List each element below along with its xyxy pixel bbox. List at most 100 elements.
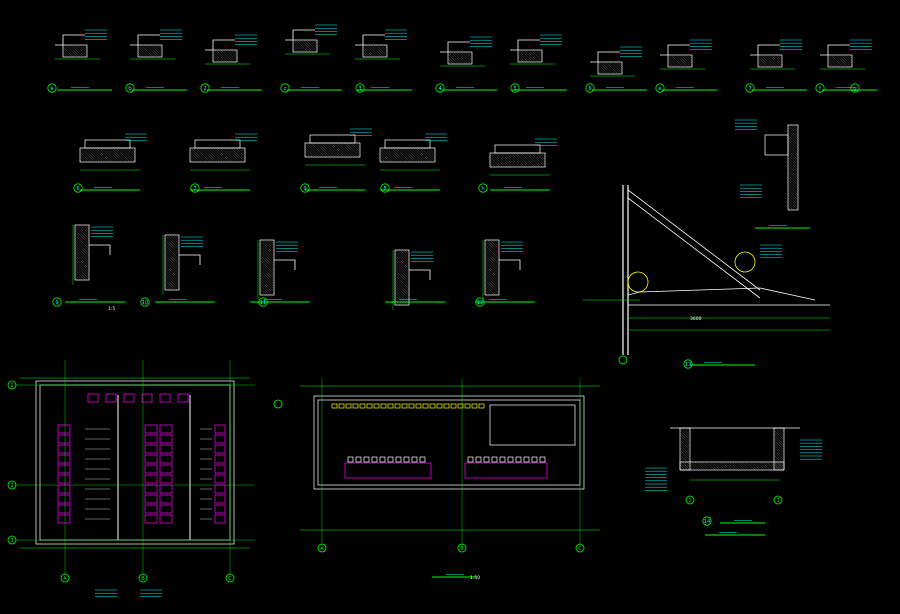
hatch-line <box>164 252 180 267</box>
toilet-fixture <box>144 504 158 514</box>
hatch-line <box>130 147 136 153</box>
hatch-line <box>673 54 686 68</box>
hatch-line <box>484 259 500 275</box>
hatch-line <box>259 247 275 262</box>
hatch-line <box>259 267 275 282</box>
hatch-line <box>447 61 451 65</box>
hatch-line <box>394 282 410 297</box>
hatch-line <box>827 56 839 68</box>
detail-drawings <box>55 24 877 310</box>
detail-outline <box>750 44 780 56</box>
hatch-line <box>679 429 691 441</box>
hatch-line <box>787 199 799 211</box>
hatch-line <box>402 249 410 257</box>
hatch-line <box>618 61 623 66</box>
hatch-line <box>259 257 275 272</box>
grid-axis-label: 2 <box>10 483 13 489</box>
hatch-line <box>98 147 113 163</box>
stair-elevation-detail: 3600 <box>583 119 830 366</box>
hatch-line <box>145 44 159 58</box>
hatch-line <box>773 437 785 448</box>
hatch-line <box>195 147 211 163</box>
hatch-line <box>212 56 219 63</box>
hatch-line <box>680 54 693 67</box>
hatch-line <box>517 59 521 63</box>
hatch-line <box>259 239 275 255</box>
hatch-line <box>74 247 90 262</box>
hatch-line <box>164 282 173 291</box>
hatch-line <box>379 149 393 163</box>
detail-outline <box>55 34 85 46</box>
hatch-line <box>835 54 849 68</box>
hatch-line <box>523 152 538 168</box>
hatch-line <box>757 64 761 68</box>
hatch-line <box>787 197 799 208</box>
hatch-line <box>79 154 88 163</box>
hatch-line <box>303 39 316 53</box>
hatch-line <box>518 49 531 63</box>
hatch-line <box>489 154 503 168</box>
seat <box>491 456 498 463</box>
hatch-line <box>259 244 275 260</box>
hatch-line <box>84 224 90 230</box>
callout-circle <box>585 83 595 93</box>
callout-label: h <box>481 186 484 192</box>
hatch-line <box>484 254 500 270</box>
shelf-unit <box>450 403 457 409</box>
hatch-line <box>164 272 180 287</box>
hatch-line <box>397 249 410 262</box>
hatch-line <box>164 244 180 260</box>
hatch-line <box>243 147 246 150</box>
hatch-line <box>533 152 546 165</box>
toilet-fixture <box>144 514 158 524</box>
hatch-line <box>528 152 543 168</box>
hatch-line <box>304 151 311 158</box>
room-inner-partition <box>489 404 576 446</box>
hatch-line <box>780 54 783 57</box>
callout-circle <box>435 83 445 93</box>
seat <box>347 456 354 463</box>
hatch-line <box>448 51 461 65</box>
hatch-line <box>787 132 799 143</box>
grid-axis-bubble <box>618 355 628 365</box>
hatch-line <box>133 147 136 150</box>
grid-axis-label: C <box>578 546 582 552</box>
hatch-line <box>394 302 398 306</box>
hatch-line <box>335 142 351 158</box>
hatch-line <box>137 51 144 58</box>
hatch-line <box>74 277 78 281</box>
hatch-line <box>600 61 614 75</box>
hatch-line <box>470 51 473 54</box>
toilet-fixture <box>144 494 158 504</box>
seat <box>395 456 402 463</box>
hatch-line <box>212 59 216 63</box>
shelf-unit <box>366 403 373 409</box>
hatch-line <box>528 49 541 63</box>
hatch-line <box>838 54 851 68</box>
hatch-line <box>373 44 386 58</box>
toilet-fixture <box>159 494 173 504</box>
grid-axis-bubble <box>60 573 70 583</box>
hatch-line <box>517 56 524 63</box>
hatch-line <box>380 147 396 163</box>
hatch-line <box>390 147 406 163</box>
hatch-line <box>538 49 543 54</box>
hatch-line <box>74 252 90 267</box>
hatch-line <box>719 461 728 471</box>
hatch-line <box>489 156 501 168</box>
toilet-outer-wall <box>35 380 235 545</box>
detail-outline <box>820 44 850 56</box>
shelf-unit <box>331 403 338 409</box>
hatch-line <box>83 44 88 49</box>
hatch-line <box>714 461 723 471</box>
hatch-line <box>433 147 436 150</box>
hatch-line <box>670 54 684 68</box>
hatch-line <box>787 204 794 211</box>
hatch-line <box>304 154 308 158</box>
shelf-unit <box>457 403 464 409</box>
callout-circle <box>355 83 365 93</box>
shelf-unit <box>464 403 471 409</box>
shelf-unit <box>408 403 415 409</box>
hatch-line <box>164 264 180 280</box>
hatch-line <box>840 54 853 67</box>
